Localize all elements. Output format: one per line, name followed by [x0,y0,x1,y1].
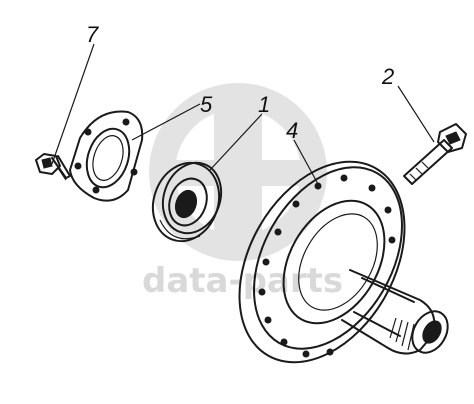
hub-part [238,160,449,364]
leader-line-4 [293,139,319,185]
leader-line-1 [209,113,263,171]
cover-plate-part [69,110,144,202]
callout-bearing: 1 [258,92,270,117]
leader-lines [51,43,435,185]
leader-line-7 [51,43,95,165]
bolt-right-part [403,123,467,185]
callout-hub: 4 [286,118,298,143]
leader-line-5 [131,103,201,141]
bolt-left-part [35,153,71,181]
leader-line-2 [397,85,435,143]
bearing-part [151,161,223,243]
callout-bolt-left: 7 [86,22,99,47]
callout-cover-plate: 5 [200,92,213,117]
callout-bolt-right: 2 [381,64,394,89]
